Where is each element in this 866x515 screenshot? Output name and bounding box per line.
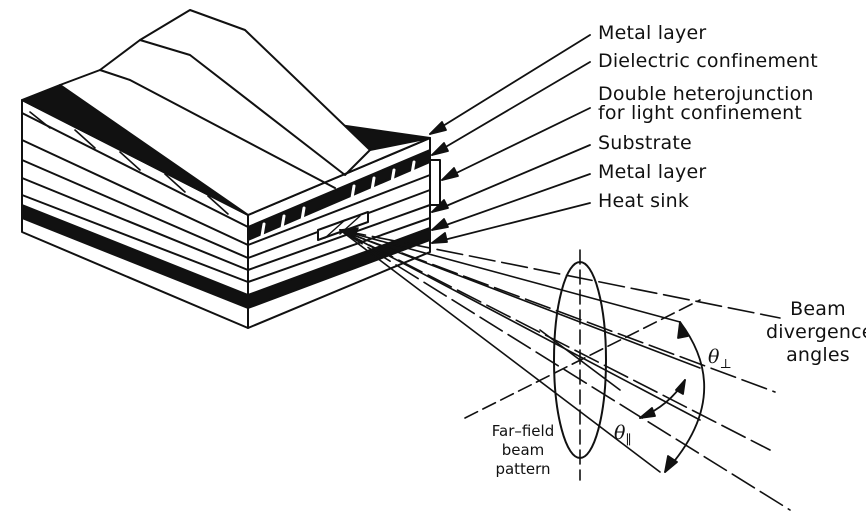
label-double-heterojunction-2: for light confinement xyxy=(598,102,803,124)
theta-sub-par: ∥ xyxy=(625,432,632,448)
label-beam-divergence-3: angles xyxy=(786,344,850,366)
label-metal-layer-top: Metal layer xyxy=(598,22,707,44)
label-beam-divergence-1: Beam xyxy=(790,298,846,320)
label-far-field-3: pattern xyxy=(495,460,551,478)
left-layers xyxy=(21,112,249,309)
chip-top-surface xyxy=(59,9,431,216)
label-dielectric-confinement: Dielectric confinement xyxy=(598,50,818,72)
arrow-heat-sink xyxy=(431,202,591,244)
theta-symbol-par: θ xyxy=(614,422,626,444)
front-layers xyxy=(247,149,431,309)
divergence-arcs xyxy=(639,321,706,473)
arrow-metal-bottom xyxy=(431,173,591,231)
dielectric-hatch-left xyxy=(29,111,229,215)
arrow-metal-top xyxy=(429,34,591,135)
label-theta-perp: θ⊥ xyxy=(708,348,732,371)
far-field-pattern xyxy=(464,249,701,481)
label-far-field-1: Far–field xyxy=(491,422,555,440)
label-far-field-2: beam xyxy=(501,441,545,459)
ridge-edge-right xyxy=(139,39,371,176)
label-double-heterojunction-1: Double heterojunction xyxy=(598,83,814,105)
heterojunction-bracket xyxy=(429,159,441,206)
label-metal-layer-bottom: Metal layer xyxy=(598,161,707,183)
theta-symbol-perp: θ xyxy=(708,346,720,368)
theta-sub-perp: ⊥ xyxy=(719,356,732,372)
label-theta-par: θ∥ xyxy=(614,424,631,447)
ridge-edge-left xyxy=(99,69,336,189)
arrow-substrate xyxy=(431,144,591,213)
arrow-dielectric xyxy=(431,61,591,156)
laser-chip xyxy=(21,9,441,329)
label-substrate: Substrate xyxy=(598,132,692,154)
label-arrows xyxy=(429,34,591,244)
dielectric-hatch-front xyxy=(260,160,416,238)
label-heat-sink: Heat sink xyxy=(598,190,690,212)
active-region xyxy=(317,211,369,241)
label-beam-divergence-2: divergence xyxy=(766,321,866,343)
arrow-heterojunction xyxy=(441,107,591,181)
perp-angle-arc xyxy=(664,321,706,473)
